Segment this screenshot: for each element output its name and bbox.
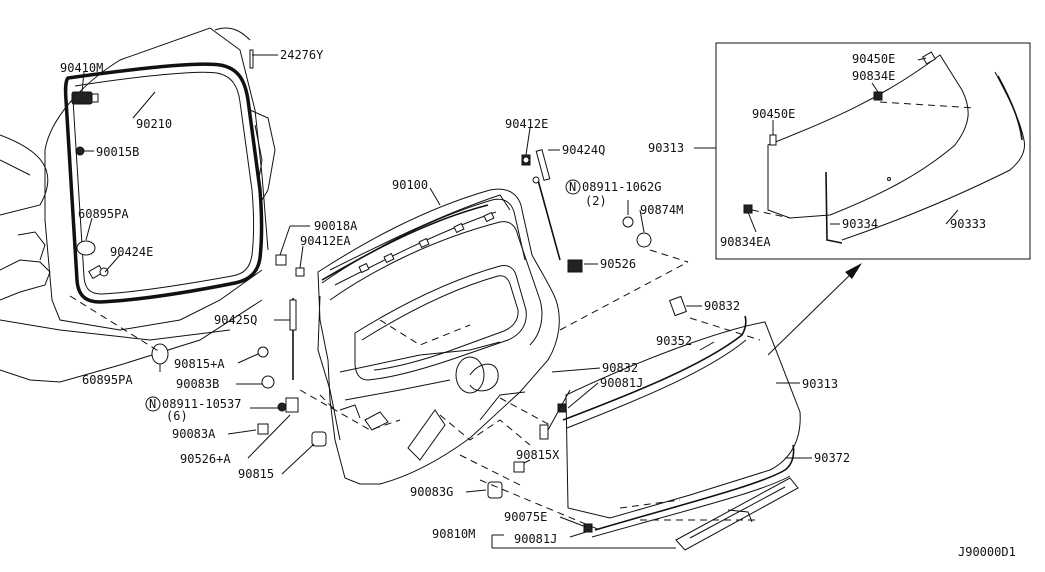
label-90832-1: 90832: [602, 361, 638, 375]
label-90425Q: 90425Q: [214, 313, 257, 327]
label-90810M: 90810M: [432, 527, 475, 541]
label-08911-10537: 08911-10537: [162, 397, 241, 411]
label-90424E: 90424E: [110, 245, 153, 259]
moulding-90372: [591, 444, 795, 538]
vehicle-body: [0, 27, 276, 383]
leader-lines: [81, 54, 959, 549]
label-90372: 90372: [814, 451, 850, 465]
pointer-arrow: [767, 263, 862, 356]
label-90100: 90100: [392, 178, 428, 192]
label-90075E: 90075E: [504, 510, 547, 524]
spoiler-90313: [565, 321, 801, 519]
label-90450E-2: 90450E: [752, 107, 795, 121]
label-90015B: 90015B: [96, 145, 139, 159]
label-qty-6: (6): [166, 409, 188, 423]
label-90410M: 90410M: [60, 61, 103, 75]
label-90412E: 90412E: [505, 117, 548, 131]
label-60895PA-2: 60895PA: [82, 373, 133, 387]
label-90081J-1: 90081J: [514, 532, 557, 546]
label-90081J-2: 90081J: [600, 376, 643, 390]
label-90210: 90210: [136, 117, 172, 131]
moulding-90352: [562, 315, 747, 429]
gas-strut-90425Q: [289, 298, 297, 380]
label-90313-2: 90313: [648, 141, 684, 155]
label-90083G: 90083G: [410, 485, 453, 499]
fasteners-center: [257, 154, 688, 533]
label-90333: 90333: [950, 217, 986, 231]
label-90526: 90526: [600, 257, 636, 271]
assembly-dashed-lines: [69, 101, 976, 531]
part-labels: 90410M 24276Y 90210 90015B 60895PA 90424…: [60, 48, 1016, 559]
back-window-glass-90210: [63, 62, 264, 304]
label-90874M: 90874M: [640, 203, 683, 217]
label-90815: 90815: [238, 467, 274, 481]
label-90424Q: 90424Q: [562, 143, 605, 157]
label-08911-1062G: 08911-1062G: [582, 180, 661, 194]
label-24276Y: 24276Y: [280, 48, 324, 62]
label-90334: 90334: [842, 217, 878, 231]
label-90083A: 90083A: [172, 427, 216, 441]
n-markers: N N: [145, 179, 581, 412]
n-marker-2-letter: N: [149, 397, 156, 411]
label-qty-2: (2): [585, 194, 607, 208]
label-90313-1: 90313: [802, 377, 838, 391]
diagram-id: J90000D1: [958, 545, 1016, 559]
label-90450E-1: 90450E: [852, 52, 895, 66]
label-90412EA: 90412EA: [300, 234, 351, 248]
label-90526A: 90526+A: [180, 452, 231, 466]
label-60895PA-1: 60895PA: [78, 207, 129, 221]
label-90815A: 90815+A: [174, 357, 225, 371]
gas-strut-90424Q: [532, 149, 561, 261]
glass-fittings-left: [71, 49, 254, 365]
label-90834EA: 90834EA: [720, 235, 771, 249]
finisher-90810M: [675, 477, 799, 551]
label-90834E: 90834E: [852, 69, 895, 83]
back-door-panel-90100: [317, 188, 560, 485]
label-90352: 90352: [656, 334, 692, 348]
label-90018A: 90018A: [314, 219, 358, 233]
n-marker-1: [565, 179, 581, 195]
label-90815X: 90815X: [516, 448, 560, 462]
inset-panel: [715, 42, 1031, 260]
label-90832-2: 90832: [704, 299, 740, 313]
label-90083B: 90083B: [176, 377, 219, 391]
n-marker-2: [145, 396, 161, 412]
n-marker-1-letter: N: [569, 180, 576, 194]
